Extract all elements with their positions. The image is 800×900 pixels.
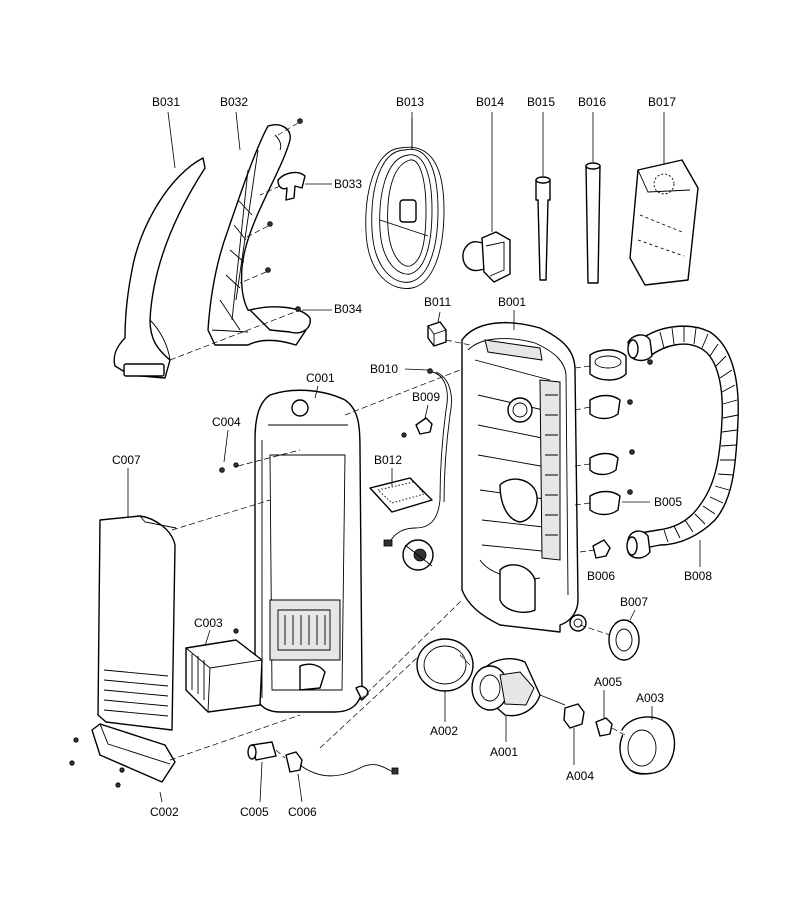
part-c007-side-panel (97, 468, 271, 731)
label-a002: A002 (430, 724, 458, 738)
part-a003-ring (611, 706, 676, 775)
label-b009: B009 (412, 390, 440, 404)
part-c001-front-cover (254, 369, 463, 713)
part-b005-hose-clips (574, 349, 653, 516)
part-b031-handle-cover (113, 157, 206, 379)
part-b015-extension-tube (535, 112, 551, 281)
label-c006: C006 (288, 805, 317, 819)
label-c002: C002 (150, 805, 179, 819)
label-b031: B031 (152, 95, 180, 109)
label-c003: C003 (194, 616, 223, 630)
label-b008: B008 (684, 569, 712, 583)
label-a005: A005 (594, 675, 622, 689)
part-c003-hepa-filter (185, 628, 263, 713)
label-b016: B016 (578, 95, 606, 109)
label-b014: B014 (476, 95, 504, 109)
part-b007-ring (579, 609, 640, 661)
label-b011: B011 (424, 295, 451, 309)
label-c004: C004 (212, 415, 241, 429)
label-a001: A001 (490, 745, 518, 759)
part-b033-clip (259, 171, 306, 201)
label-c005: C005 (240, 805, 269, 819)
label-b013: B013 (396, 95, 424, 109)
part-b012-filter-pad (369, 468, 433, 513)
part-a005-bushing (595, 690, 613, 737)
part-a004-coupler (563, 703, 585, 765)
label-a004: A004 (566, 769, 594, 783)
label-b015: B015 (527, 95, 555, 109)
label-b005: B005 (654, 495, 682, 509)
part-c004-screws (219, 429, 301, 473)
label-b010: B010 (370, 362, 398, 376)
label-b034: B034 (334, 302, 362, 316)
part-b014-crevice-nozzle (462, 112, 511, 283)
part-b017-dust-bag (629, 112, 699, 286)
part-a002-motor-ring (416, 638, 474, 722)
label-b012: B012 (374, 453, 402, 467)
part-b001-main-housing (461, 310, 587, 633)
part-b010-wiring (383, 368, 452, 547)
label-a003: A003 (636, 691, 664, 705)
part-motor-seal-ring (402, 539, 434, 571)
label-b033: B033 (334, 177, 362, 191)
part-b013-power-cord (365, 118, 445, 290)
part-b008-hose (626, 325, 739, 567)
part-b009-retainer (401, 404, 433, 438)
part-c002-bottom-cover (69, 714, 301, 803)
part-c005-cylinder (247, 741, 286, 803)
label-b006: B006 (587, 569, 615, 583)
part-b011-switch (427, 311, 471, 347)
part-b016-wand-tube (585, 112, 601, 284)
label-b032: B032 (220, 95, 248, 109)
label-c001: C001 (306, 371, 335, 385)
label-b001: B001 (498, 295, 526, 309)
label-b007: B007 (620, 595, 648, 609)
part-b006-adapter (579, 539, 611, 559)
part-b032-handle-frame (207, 118, 307, 346)
part-a001-motor (459, 654, 566, 742)
label-b017: B017 (648, 95, 676, 109)
label-c007: C007 (112, 453, 141, 467)
part-c006-connector (285, 654, 421, 803)
